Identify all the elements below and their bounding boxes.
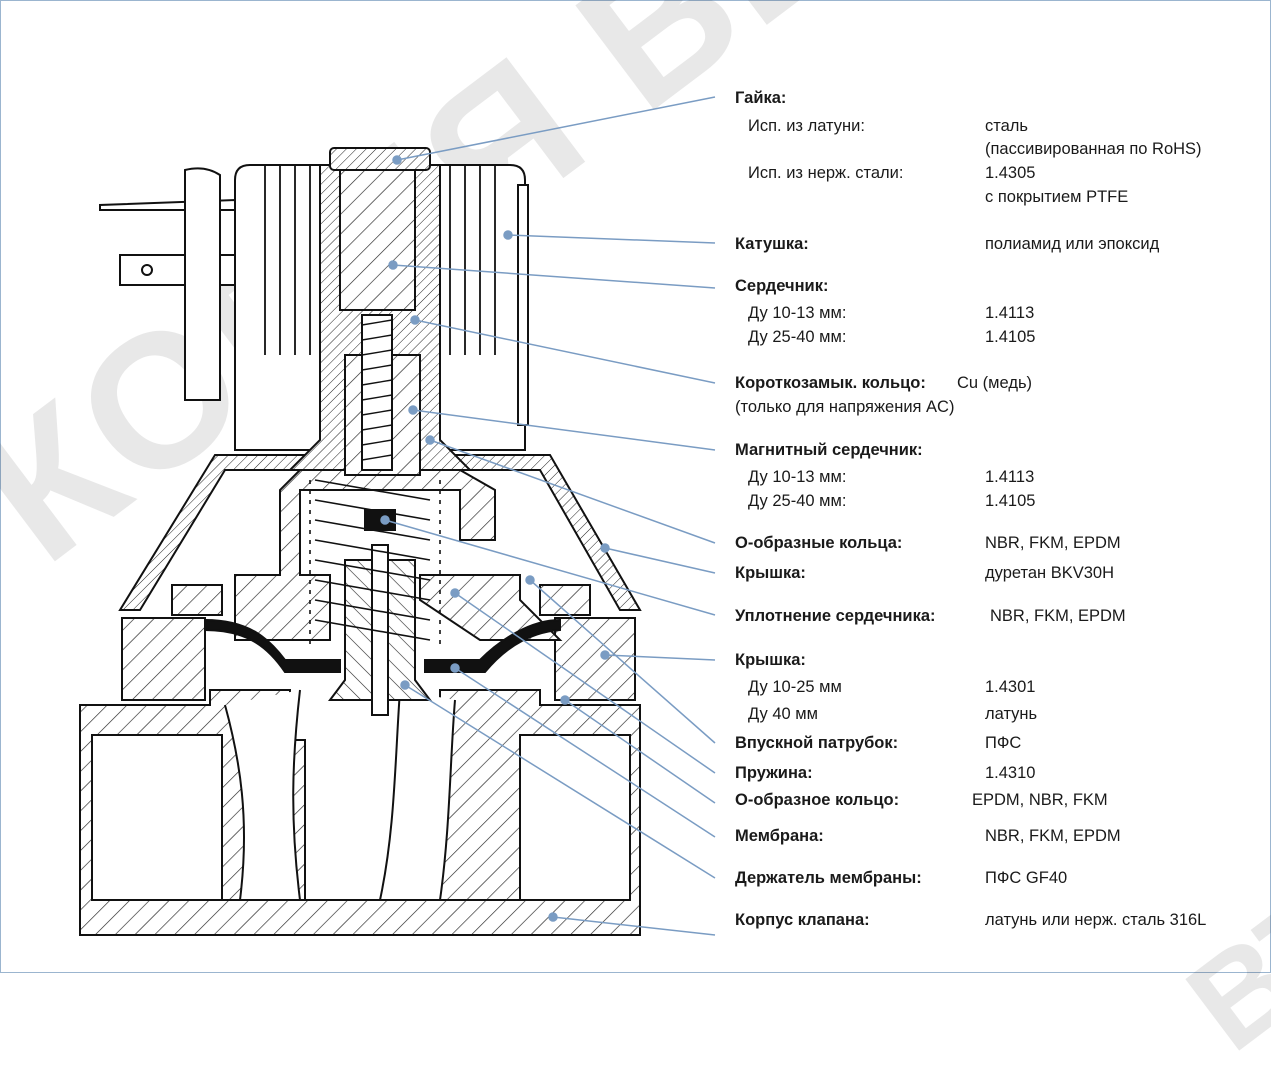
label-magnetic-core-title: Магнитный сердечник:	[735, 441, 923, 459]
label-bonnet-row1: Ду 10-25 мм	[748, 678, 842, 696]
value-spring: 1.4310	[985, 764, 1036, 782]
value-core-row2: 1.4105	[985, 328, 1036, 346]
value-nut-steel-1: 1.4305	[985, 164, 1036, 182]
valve-cross-section-drawing	[79, 96, 716, 936]
label-magnetic-core-row1: Ду 10-13 мм:	[748, 468, 847, 486]
label-cover-title: Крышка:	[735, 564, 806, 582]
value-magnetic-core-row1: 1.4113	[985, 468, 1035, 486]
value-valve-body: латунь или нерж. сталь 316L	[985, 911, 1207, 929]
label-coil-title: Катушка:	[735, 235, 809, 253]
label-nut-steel: Исп. из нерж. стали:	[748, 164, 904, 182]
bonnet-cover	[118, 454, 642, 616]
label-core-seal-title: Уплотнение сердечника:	[735, 607, 936, 625]
label-magnetic-core-row2: Ду 25-40 мм:	[748, 492, 847, 510]
label-o-ring-title: О-образное кольцо:	[735, 791, 900, 809]
valve-body	[79, 617, 641, 936]
leader-lines	[380, 96, 716, 936]
value-o-ring: EPDM, NBR, FKM	[972, 791, 1108, 809]
value-inlet: ПФС	[985, 734, 1022, 752]
value-bonnet-row2: латунь	[985, 705, 1038, 723]
label-bonnet-row2: Ду 40 мм	[748, 705, 818, 723]
value-bonnet-row1: 1.4301	[985, 678, 1036, 696]
label-spring-title: Пружина:	[735, 764, 813, 782]
value-membrane-holder: ПФС GF40	[985, 869, 1068, 887]
core-tube	[287, 147, 473, 531]
value-o-rings: NBR, FKM, EPDM	[985, 534, 1121, 552]
value-coil: полиамид или эпоксид	[985, 235, 1160, 253]
label-membrane-title: Мембрана:	[735, 827, 824, 845]
value-nut-brass-2: (пассивированная по RoHS)	[985, 140, 1202, 158]
value-magnetic-core-row2: 1.4105	[985, 492, 1036, 510]
label-core-row2: Ду 25-40 мм:	[748, 328, 847, 346]
solenoid-coil	[99, 164, 529, 451]
label-inlet-title: Впускной патрубок:	[735, 734, 899, 752]
value-nut-steel-2: с покрытием PTFE	[985, 188, 1129, 206]
label-nut-title: Гайка:	[735, 89, 787, 107]
value-nut-brass-1: сталь	[985, 117, 1029, 135]
note-shading-ring: (только для напряжения AC)	[735, 398, 955, 416]
value-cover: дуретан BKV30H	[985, 564, 1115, 582]
label-core-title: Сердечник:	[735, 277, 829, 295]
value-core-row1: 1.4113	[985, 304, 1035, 322]
label-membrane-holder-title: Держатель мембраны:	[735, 869, 922, 887]
value-core-seal: NBR, FKM, EPDM	[990, 607, 1126, 625]
label-o-rings-title: О-образные кольца:	[735, 534, 903, 552]
label-core-row1: Ду 10-13 мм:	[748, 304, 847, 322]
value-membrane: NBR, FKM, EPDM	[985, 827, 1121, 845]
label-nut-brass: Исп. из латуни:	[748, 117, 865, 135]
value-shading-ring: Cu (медь)	[957, 374, 1033, 392]
label-shading-ring-title: Короткозамык. кольцо:	[735, 374, 926, 392]
label-bonnet-title: Крышка:	[735, 651, 806, 669]
label-valve-body-title: Корпус клапана:	[735, 911, 870, 929]
